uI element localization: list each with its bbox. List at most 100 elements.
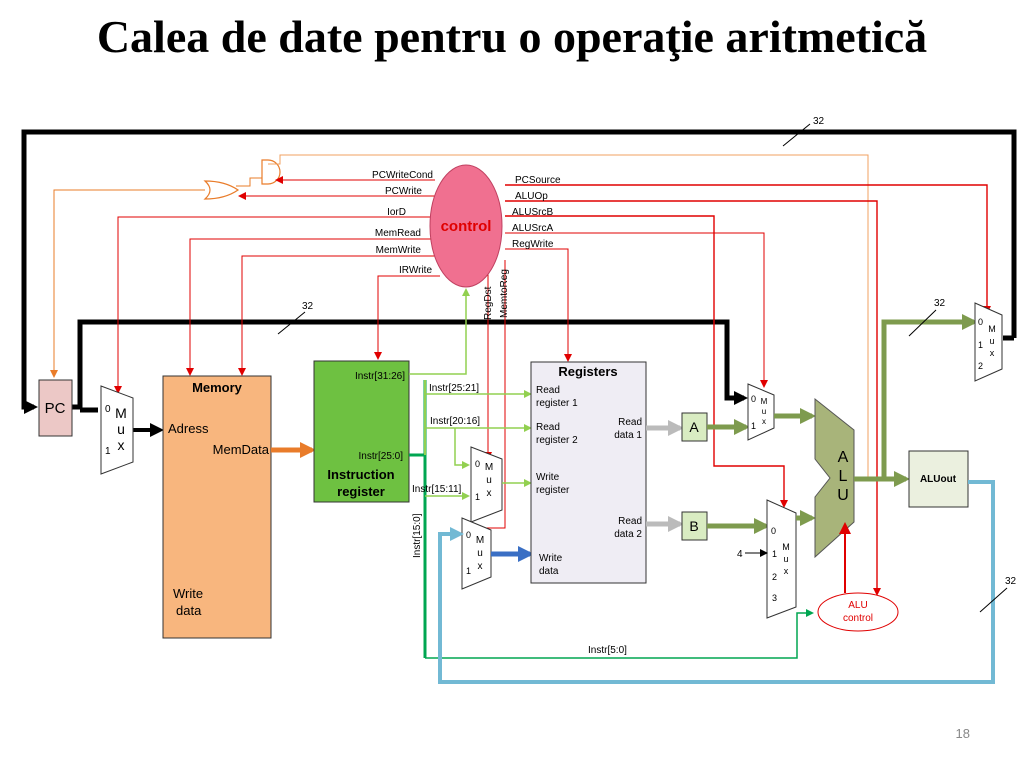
mux-letter-m: M — [476, 535, 484, 546]
pc-register — [38, 379, 73, 437]
instr-15-11-label: Instr[15:11] — [412, 484, 462, 495]
pcsource-line — [505, 184, 991, 314]
instr-25-21-label: Instr[25:21] — [429, 383, 479, 394]
page-number: 18 — [955, 726, 970, 741]
signal-pcwritecond: PCWriteCond — [372, 170, 433, 181]
reg-read-register-1: Read — [536, 385, 560, 396]
register-b — [681, 511, 708, 541]
reg-write-data-b: data — [539, 566, 559, 577]
top-feedback-bus — [21, 129, 1017, 414]
mux-input-1: 1 — [772, 549, 777, 559]
iord-line — [114, 216, 430, 394]
mux-letter-u: u — [486, 475, 492, 486]
mux-alu-src-b — [766, 499, 797, 619]
aluout-feedback-bus — [438, 480, 995, 684]
signal-memread: MemRead — [375, 228, 421, 239]
bus-width-mark-aluout — [979, 587, 1008, 613]
signal-alusrca: ALUSrcA — [512, 223, 553, 234]
mux-letter-m: M — [485, 462, 493, 473]
mux-letter-u: u — [117, 421, 125, 437]
signal-memwrite: MemWrite — [376, 245, 422, 256]
mux-letter-x: x — [487, 488, 492, 499]
mux-input-0: 0 — [105, 404, 111, 415]
mux-letter-u: u — [762, 407, 766, 416]
mux-letter-u: u — [477, 548, 483, 559]
mux-input-0: 0 — [751, 394, 756, 404]
mux-input-0: 0 — [475, 459, 480, 469]
alu — [814, 397, 855, 559]
signal-irwrite: IRWrite — [399, 265, 432, 276]
reg-read-data-2: Read — [618, 516, 642, 527]
mux-letter-m: M — [988, 324, 996, 334]
reg-write-register: Write — [536, 472, 560, 483]
mux-letter-x: x — [118, 437, 125, 453]
aluop-line — [505, 200, 881, 596]
reg-read-data-1-b: data 1 — [614, 430, 642, 441]
mux-input-1: 1 — [751, 421, 756, 431]
reg-read-data-2-b: data 2 — [614, 529, 642, 540]
instr-5-0-label: Instr[5:0] — [588, 645, 627, 656]
memory-block — [162, 375, 272, 639]
alu-letter-u: U — [837, 487, 849, 504]
signal-pcwrite: PCWrite — [385, 186, 422, 197]
signal-regdst: RegDst — [483, 286, 494, 320]
signal-memtoreg: MemtoReg — [499, 269, 510, 318]
slide-title: Calea de date pentru o operaţie aritmeti… — [96, 11, 928, 62]
irwrite-line — [374, 275, 440, 360]
pc-output-bus — [72, 319, 748, 410]
instr-15-0-label: Instr[15:0] — [412, 513, 423, 558]
alu-control — [817, 592, 899, 632]
aluout-register — [908, 450, 969, 508]
memory-write: Write — [173, 586, 203, 601]
pc-label: PC — [45, 400, 66, 417]
ir-title-line1: Instruction — [327, 467, 394, 482]
reg-read-register-2: Read — [536, 422, 560, 433]
mux-input-2: 2 — [978, 361, 983, 371]
mux-input-0: 0 — [771, 526, 776, 536]
alusrca-line — [505, 232, 768, 388]
mux-write-register — [470, 446, 503, 523]
memory-adress: Adress — [168, 421, 209, 436]
mux-memory-address — [100, 385, 134, 475]
signal-alusrcb: ALUSrcB — [512, 207, 553, 218]
signal-pcsource: PCSource — [515, 175, 561, 186]
mux-letter-m: M — [782, 542, 790, 552]
mux-write-data — [461, 517, 492, 590]
bus-width-top: 32 — [813, 116, 825, 127]
mux-input-1: 1 — [475, 492, 480, 502]
mux-letter-m: M — [761, 397, 768, 406]
reg-read-register-2-b: register 2 — [536, 435, 578, 446]
mux-pc-source — [974, 302, 1003, 382]
registers-block — [530, 361, 647, 584]
instr-20-16-label: Instr[20:16] — [430, 416, 480, 427]
alu-result-to-pcmux — [881, 314, 978, 479]
control-unit — [429, 164, 503, 288]
alu-letter-l: L — [839, 468, 848, 485]
bus-width-mark-top — [782, 123, 811, 147]
mux-input-1: 1 — [466, 566, 471, 576]
mux-letter-x: x — [784, 566, 789, 576]
mux-letter-m: M — [115, 405, 127, 421]
mux-alu-src-a — [747, 383, 775, 441]
mux-input-1: 1 — [978, 340, 983, 350]
memory-memdata: MemData — [213, 442, 270, 457]
register-a-label: A — [689, 419, 699, 435]
or-gate — [203, 180, 240, 200]
regwrite-line — [505, 248, 572, 362]
reg-write-data: Write — [539, 553, 563, 564]
reg-read-data-1: Read — [618, 417, 642, 428]
instruction-register — [313, 360, 410, 503]
alusrcb-line — [505, 215, 788, 508]
mux-input-1: 1 — [105, 446, 111, 457]
signal-regwrite: RegWrite — [512, 239, 554, 250]
instr-31-26-to-control — [409, 288, 470, 375]
instr-5-0-line — [425, 609, 814, 659]
alu-control-line2: control — [843, 613, 873, 624]
aluout-label: ALUout — [920, 474, 957, 485]
constant-four: 4 — [737, 549, 743, 560]
reg-read-register-1-b: register 1 — [536, 398, 578, 409]
memory-data: data — [176, 603, 202, 618]
registers-title: Registers — [558, 364, 617, 379]
